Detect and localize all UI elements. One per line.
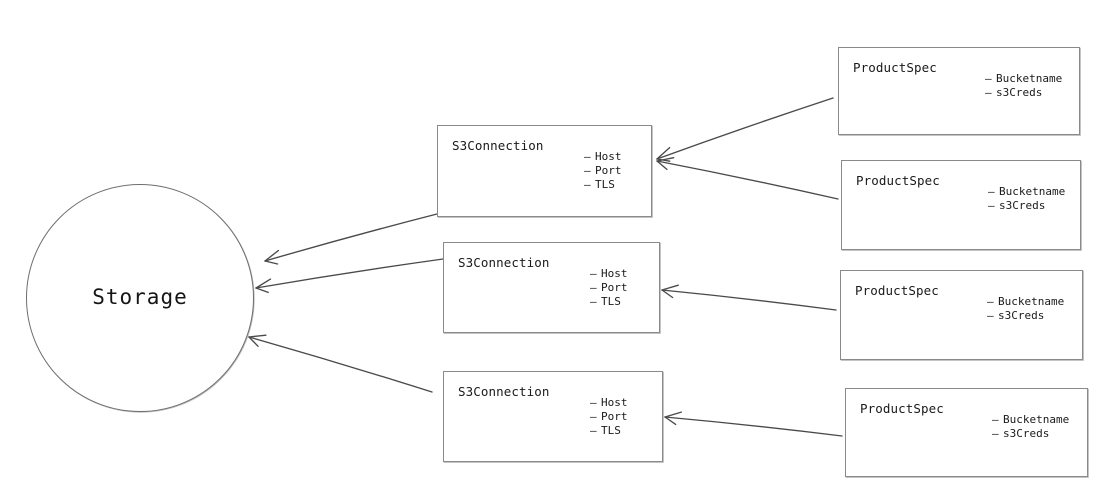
productspec-attribute-label: s3Creds (998, 309, 1045, 322)
arrow-conn1-to-storage (264, 213, 438, 265)
s3connection-title: S3Connection (458, 255, 550, 270)
s3connection-attribute-list: –Host–Port–TLS (590, 267, 628, 309)
bullet-dash-icon: – (987, 309, 994, 322)
bullet-dash-icon: – (988, 199, 995, 212)
productspec-attribute-label: Bucketname (996, 72, 1063, 85)
productspec-attribute-label: Bucketname (999, 185, 1066, 198)
bullet-dash-icon: – (987, 295, 994, 308)
s3connection-box-2[interactable]: S3Connection–Host–Port–TLS (443, 242, 660, 333)
productspec-attribute-list: –Bucketname–s3Creds (988, 185, 1065, 213)
s3connection-title: S3Connection (458, 384, 550, 399)
arrow-conn3-to-storage (248, 334, 433, 393)
s3connection-attribute-label: Port (601, 410, 628, 423)
s3connection-attribute: –TLS (584, 178, 622, 192)
productspec-box-1[interactable]: ProductSpec –Bucketname–s3Creds (838, 47, 1080, 135)
bullet-dash-icon: – (985, 86, 992, 99)
bullet-dash-icon: – (988, 185, 995, 198)
productspec-attribute-list: –Bucketname–s3Creds (985, 72, 1062, 100)
s3connection-attribute-label: TLS (601, 424, 621, 437)
s3connection-attribute: –TLS (590, 424, 628, 438)
productspec-title: ProductSpec (853, 60, 937, 75)
productspec-attribute: –Bucketname (987, 295, 1064, 309)
s3connection-attribute-list: –Host–Port–TLS (584, 150, 622, 192)
productspec-attribute: –Bucketname (988, 185, 1065, 199)
bullet-dash-icon: – (985, 72, 992, 85)
s3connection-attribute: –Port (590, 410, 628, 424)
storage-label: Storage (92, 285, 188, 309)
s3connection-attribute-label: TLS (601, 295, 621, 308)
bullet-dash-icon: – (590, 410, 597, 423)
arrow-spec4-to-conn3 (664, 411, 843, 437)
s3connection-attribute-label: Host (601, 267, 628, 280)
productspec-attribute-label: s3Creds (999, 199, 1046, 212)
arrow-spec1-to-conn1 (656, 97, 834, 162)
s3connection-attribute-label: Port (601, 281, 628, 294)
bullet-dash-icon: – (590, 267, 597, 280)
productspec-box-4[interactable]: ProductSpec –Bucketname–s3Creds (845, 388, 1088, 477)
bullet-dash-icon: – (590, 281, 597, 294)
s3connection-attribute: –TLS (590, 295, 628, 309)
productspec-box-2[interactable]: ProductSpec –Bucketname–s3Creds (841, 160, 1081, 250)
bullet-dash-icon: – (584, 178, 591, 191)
arrow-conn2-to-storage (255, 258, 444, 294)
s3connection-attribute: –Port (590, 281, 628, 295)
bullet-dash-icon: – (590, 424, 597, 437)
s3connection-box-1[interactable]: S3Connection–Host–Port–TLS (437, 125, 652, 217)
productspec-title: ProductSpec (860, 401, 944, 416)
s3connection-attribute: –Host (590, 267, 628, 281)
productspec-attribute: –Bucketname (992, 413, 1069, 427)
productspec-title: ProductSpec (855, 283, 939, 298)
s3connection-box-3[interactable]: S3Connection–Host–Port–TLS (443, 371, 663, 462)
productspec-attribute: –s3Creds (987, 309, 1064, 323)
productspec-attribute-list: –Bucketname–s3Creds (987, 295, 1064, 323)
productspec-attribute: –s3Creds (985, 86, 1062, 100)
s3connection-attribute-label: Host (601, 396, 628, 409)
productspec-attribute-list: –Bucketname–s3Creds (992, 413, 1069, 441)
arrow-spec3-to-conn2 (661, 284, 837, 311)
s3connection-title: S3Connection (452, 138, 544, 153)
productspec-attribute: –s3Creds (992, 427, 1069, 441)
productspec-attribute-label: s3Creds (1003, 427, 1050, 440)
storage-circle-node[interactable]: Storage (26, 184, 254, 412)
productspec-attribute: –Bucketname (985, 72, 1062, 86)
productspec-attribute: –s3Creds (988, 199, 1065, 213)
s3connection-attribute-list: –Host–Port–TLS (590, 396, 628, 438)
s3connection-attribute-label: TLS (595, 178, 615, 191)
bullet-dash-icon: – (992, 413, 999, 426)
s3connection-attribute: –Host (590, 396, 628, 410)
productspec-attribute-label: s3Creds (996, 86, 1043, 99)
s3connection-attribute: –Host (584, 150, 622, 164)
productspec-box-3[interactable]: ProductSpec –Bucketname–s3Creds (840, 270, 1083, 360)
productspec-attribute-label: Bucketname (1003, 413, 1070, 426)
s3connection-attribute-label: Port (595, 164, 622, 177)
arrow-spec2-to-conn1 (656, 157, 839, 200)
bullet-dash-icon: – (584, 164, 591, 177)
s3connection-attribute-label: Host (595, 150, 622, 163)
productspec-title: ProductSpec (856, 173, 940, 188)
bullet-dash-icon: – (584, 150, 591, 163)
productspec-attribute-label: Bucketname (998, 295, 1065, 308)
bullet-dash-icon: – (590, 295, 597, 308)
bullet-dash-icon: – (590, 396, 597, 409)
s3connection-attribute: –Port (584, 164, 622, 178)
bullet-dash-icon: – (992, 427, 999, 440)
